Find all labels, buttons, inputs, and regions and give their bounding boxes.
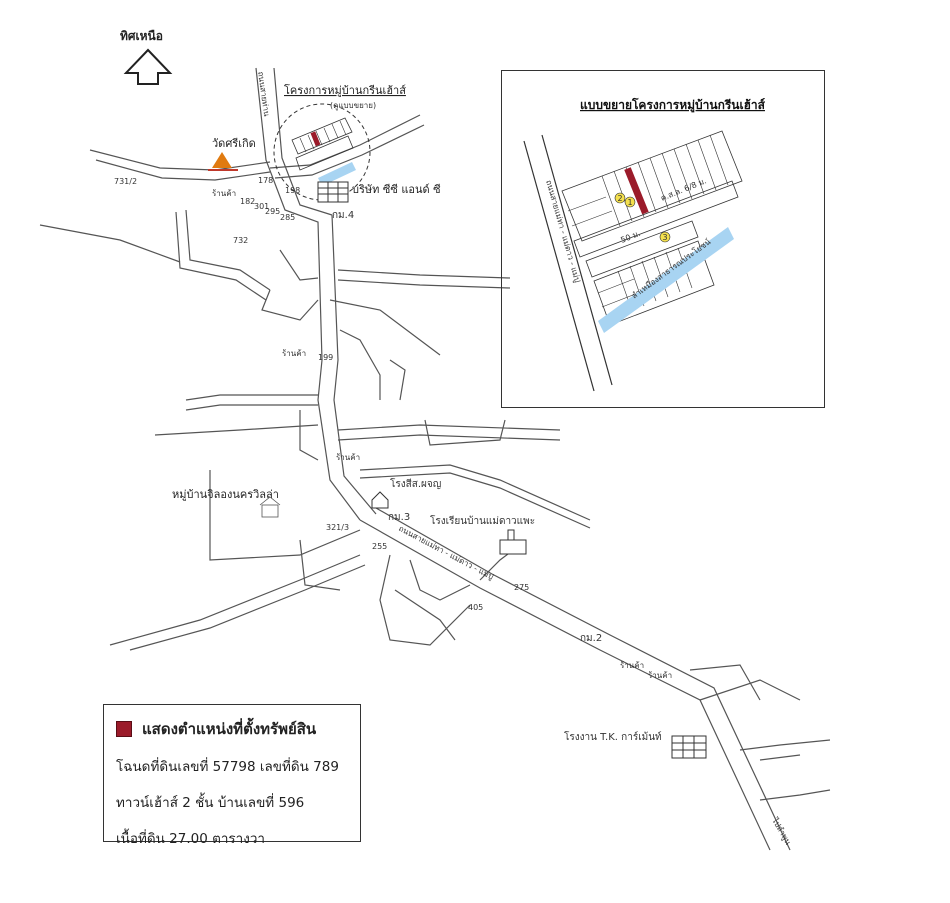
legend-deed: โฉนดที่ดินเลขที่ 57798 เลขที่ดิน 789 <box>116 759 339 775</box>
house-295: 295 <box>265 207 280 216</box>
svg-text:3: 3 <box>663 233 668 242</box>
legend-title: แสดงตำแหน่งที่ตั้งทรัพย์สิน <box>142 720 317 738</box>
main-road-southeast <box>359 507 791 851</box>
inset-panel: แบบขยายโครงการหมู่บ้านกรีนเฮ้าส์ ถนนสายแ… <box>501 70 825 408</box>
north-arrow-icon <box>123 48 173 85</box>
house-199: 199 <box>318 353 333 362</box>
canal <box>318 162 356 186</box>
house-182: 182 <box>240 197 255 206</box>
village-house-icons <box>259 496 281 518</box>
house-275: 275 <box>514 583 529 592</box>
mill-label: โรงสีส.ผจญ <box>390 477 441 490</box>
expansion-label: (ดูแบบขยาย) <box>330 101 376 111</box>
svg-text:1: 1 <box>628 198 633 207</box>
inset-canal-label: ลำเหมืองสาธารณประโยชน์ <box>629 236 712 300</box>
house-731-2: 731/2 <box>114 177 137 186</box>
shop-label-2: ร้านค้า <box>336 453 360 462</box>
mill-building-icon <box>371 491 389 509</box>
inset-canal <box>598 227 734 333</box>
main-road-label: ถนนสายแม่ทา - แม่ดาว - แม่ปู <box>397 524 495 583</box>
inset-dist-label: 50 ม. <box>619 229 641 245</box>
factory-building-icon <box>671 735 707 759</box>
company-building-icon <box>317 181 349 203</box>
factory-label: โรงงาน T.K. การ์เม้นท์ <box>564 730 662 743</box>
property-marker <box>310 131 321 147</box>
house-321-3: 321/3 <box>326 523 349 532</box>
school-building-icon <box>499 529 527 555</box>
shop-label-4: ร้านค้า <box>648 671 672 680</box>
north-label: ทิศเหนือ <box>120 29 163 43</box>
house-255: 255 <box>372 542 387 551</box>
legend-panel: แสดงตำแหน่งที่ตั้งทรัพย์สิน โฉนดที่ดินเล… <box>103 704 361 847</box>
house-178: 178 <box>258 176 273 185</box>
shop-label-3: ร้านค้า <box>620 661 644 670</box>
inset-map: แบบขยายโครงการหมู่บ้านกรีนเฮ้าส์ ถนนสายแ… <box>523 97 766 392</box>
house-198: 198 <box>285 186 300 195</box>
km4-label: กม.4 <box>332 210 354 221</box>
inset-lane-label: ค.ส.ล. 6/8 ม. <box>659 176 707 203</box>
house-301: 301 <box>254 202 269 211</box>
project-plots <box>291 117 356 186</box>
shop-label-1: ร้านค้า <box>282 349 306 358</box>
project-circle <box>273 103 371 201</box>
shop-label-5: ร้านค้า <box>212 189 236 198</box>
inset-title: แบบขยายโครงการหมู่บ้านกรีนเฮ้าส์ <box>580 97 766 113</box>
project-label: โครงการหมู่บ้านกรีนเฮ้าส์ <box>284 83 406 97</box>
house-732: 732 <box>233 236 248 245</box>
temple-icon <box>208 152 238 171</box>
to-city-label: ไปลำพูน <box>769 816 793 848</box>
inset-marker-2: 2 <box>614 192 626 204</box>
temple-label: วัดศรีเกิด <box>212 137 256 150</box>
house-285: 285 <box>280 213 295 222</box>
property-swatch-icon <box>116 721 132 737</box>
svg-text:2: 2 <box>618 194 623 203</box>
inset-property-marker <box>624 167 649 215</box>
legend-area: เนื้อที่ดิน 27.00 ตารางวา <box>116 831 266 847</box>
inset-marker-1: 1 <box>624 196 636 208</box>
km2-label: กม.2 <box>580 633 602 644</box>
inset-marker-3: 3 <box>659 231 671 243</box>
km3-label: กม.3 <box>388 512 410 523</box>
side-roads <box>39 114 831 801</box>
house-405: 405 <box>468 603 483 612</box>
legend-house: ทาวน์เฮ้าส์ 2 ชั้น บ้านเลขที่ 596 <box>116 795 305 811</box>
main-road-north <box>255 67 377 521</box>
school-label: โรงเรียนบ้านแม่ดาวแพะ <box>430 514 535 527</box>
village-label: หมู่บ้านจิลองนครวิลล่า <box>172 488 279 501</box>
legend-title-row: แสดงตำแหน่งที่ตั้งทรัพย์สิน <box>116 717 348 741</box>
company-label: บริษัท ซีซี แอนด์ ซี <box>352 183 441 196</box>
